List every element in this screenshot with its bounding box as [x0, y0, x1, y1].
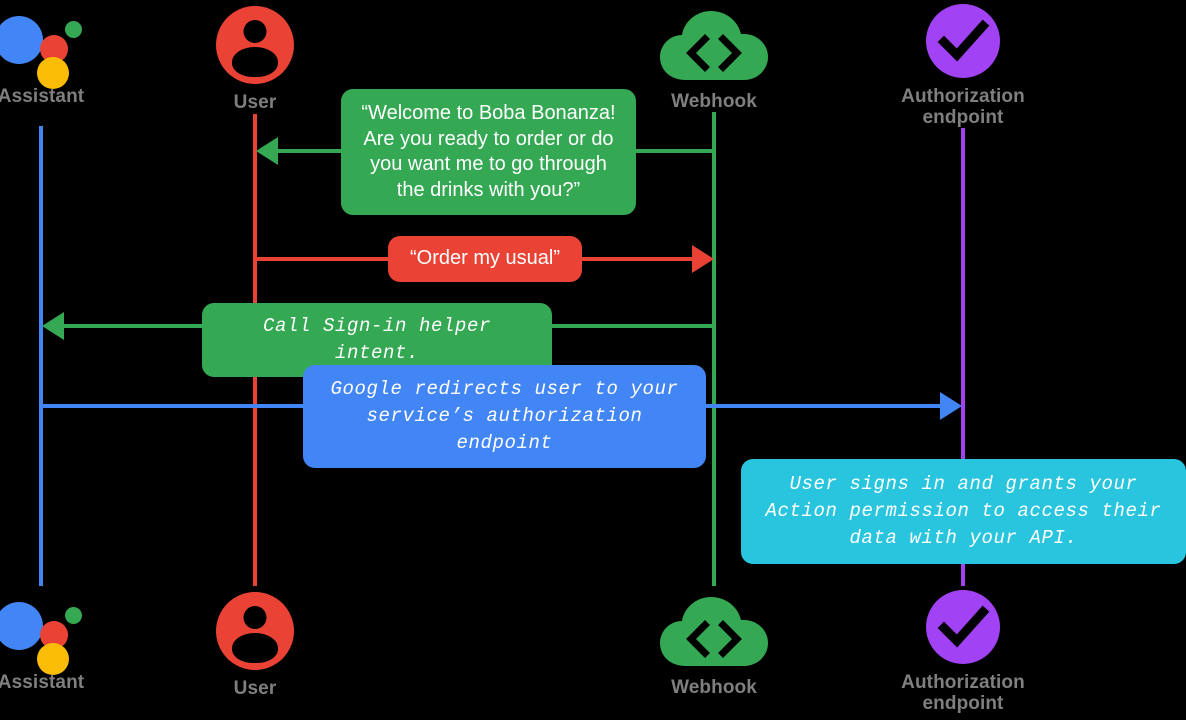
actor-assistant-bottom: Assistant — [0, 596, 131, 693]
arrow-head-call-signin-helper — [42, 312, 64, 340]
actor-webhook-top: Webhook — [624, 6, 804, 112]
message-text-line: the drinks with you?” — [396, 178, 581, 201]
purple-check-circle-icon — [926, 4, 1000, 78]
message-text-line: Google redirects user to your — [330, 378, 679, 400]
message-bubble-order-my-usual: “Order my usual” — [388, 236, 582, 282]
lifeline-authorization — [961, 128, 965, 586]
arrow-head-google-redirect — [940, 392, 962, 420]
cloud-code-icon — [658, 592, 770, 670]
message-text-line: service’s authorization endpoint — [366, 404, 643, 454]
actor-user-top: User — [165, 6, 345, 113]
actor-assistant-top: Assistant — [0, 10, 131, 107]
actor-label-webhook: Webhook — [671, 677, 757, 698]
message-text-line: Are you ready to order or do — [363, 127, 614, 150]
arrow-head-order-my-usual — [692, 245, 714, 273]
message-text-line: you want me to go through — [370, 153, 607, 176]
message-text-line: Call Sign-in helper intent. — [262, 315, 492, 364]
lifeline-webhook — [712, 112, 716, 586]
user-avatar-icon — [216, 592, 294, 670]
actor-label-authorization: Authorization endpoint — [901, 86, 1025, 129]
actor-authorization-top: Authorization endpoint — [873, 4, 1053, 129]
message-text-line: User signs in and grants your — [789, 473, 1138, 495]
user-avatar-icon — [216, 6, 294, 84]
actor-label-user: User — [233, 678, 277, 699]
actor-label-webhook: Webhook — [671, 91, 757, 112]
lifeline-assistant — [39, 126, 43, 586]
message-bubble-google-redirect: Google redirects user to your service’s … — [303, 365, 706, 468]
actor-label-assistant: Assistant — [0, 86, 85, 107]
actor-label-authorization: Authorization endpoint — [901, 672, 1025, 715]
message-text-line: “Order my usual” — [409, 247, 561, 269]
google-assistant-icon — [0, 10, 89, 89]
actor-authorization-bottom: Authorization endpoint — [873, 590, 1053, 715]
arrow-head-welcome — [256, 137, 278, 165]
actor-label-user: User — [233, 92, 277, 113]
message-bubble-call-signin-helper: Call Sign-in helper intent. — [202, 303, 552, 377]
cloud-code-icon — [658, 6, 770, 84]
google-assistant-icon — [0, 596, 89, 675]
message-text-line: Action permission to access their — [765, 499, 1162, 522]
message-text-line: “Welcome to Boba Bonanza! — [361, 102, 616, 124]
message-bubble-welcome: “Welcome to Boba Bonanza! Are you ready … — [341, 89, 636, 216]
actor-webhook-bottom: Webhook — [624, 592, 804, 698]
purple-check-circle-icon — [926, 590, 1000, 664]
message-bubble-user-signs-in: User signs in and grants your Action per… — [741, 459, 1186, 564]
message-text-line: data with your API. — [849, 526, 1078, 549]
actor-user-bottom: User — [165, 592, 345, 699]
actor-label-assistant: Assistant — [0, 672, 85, 693]
